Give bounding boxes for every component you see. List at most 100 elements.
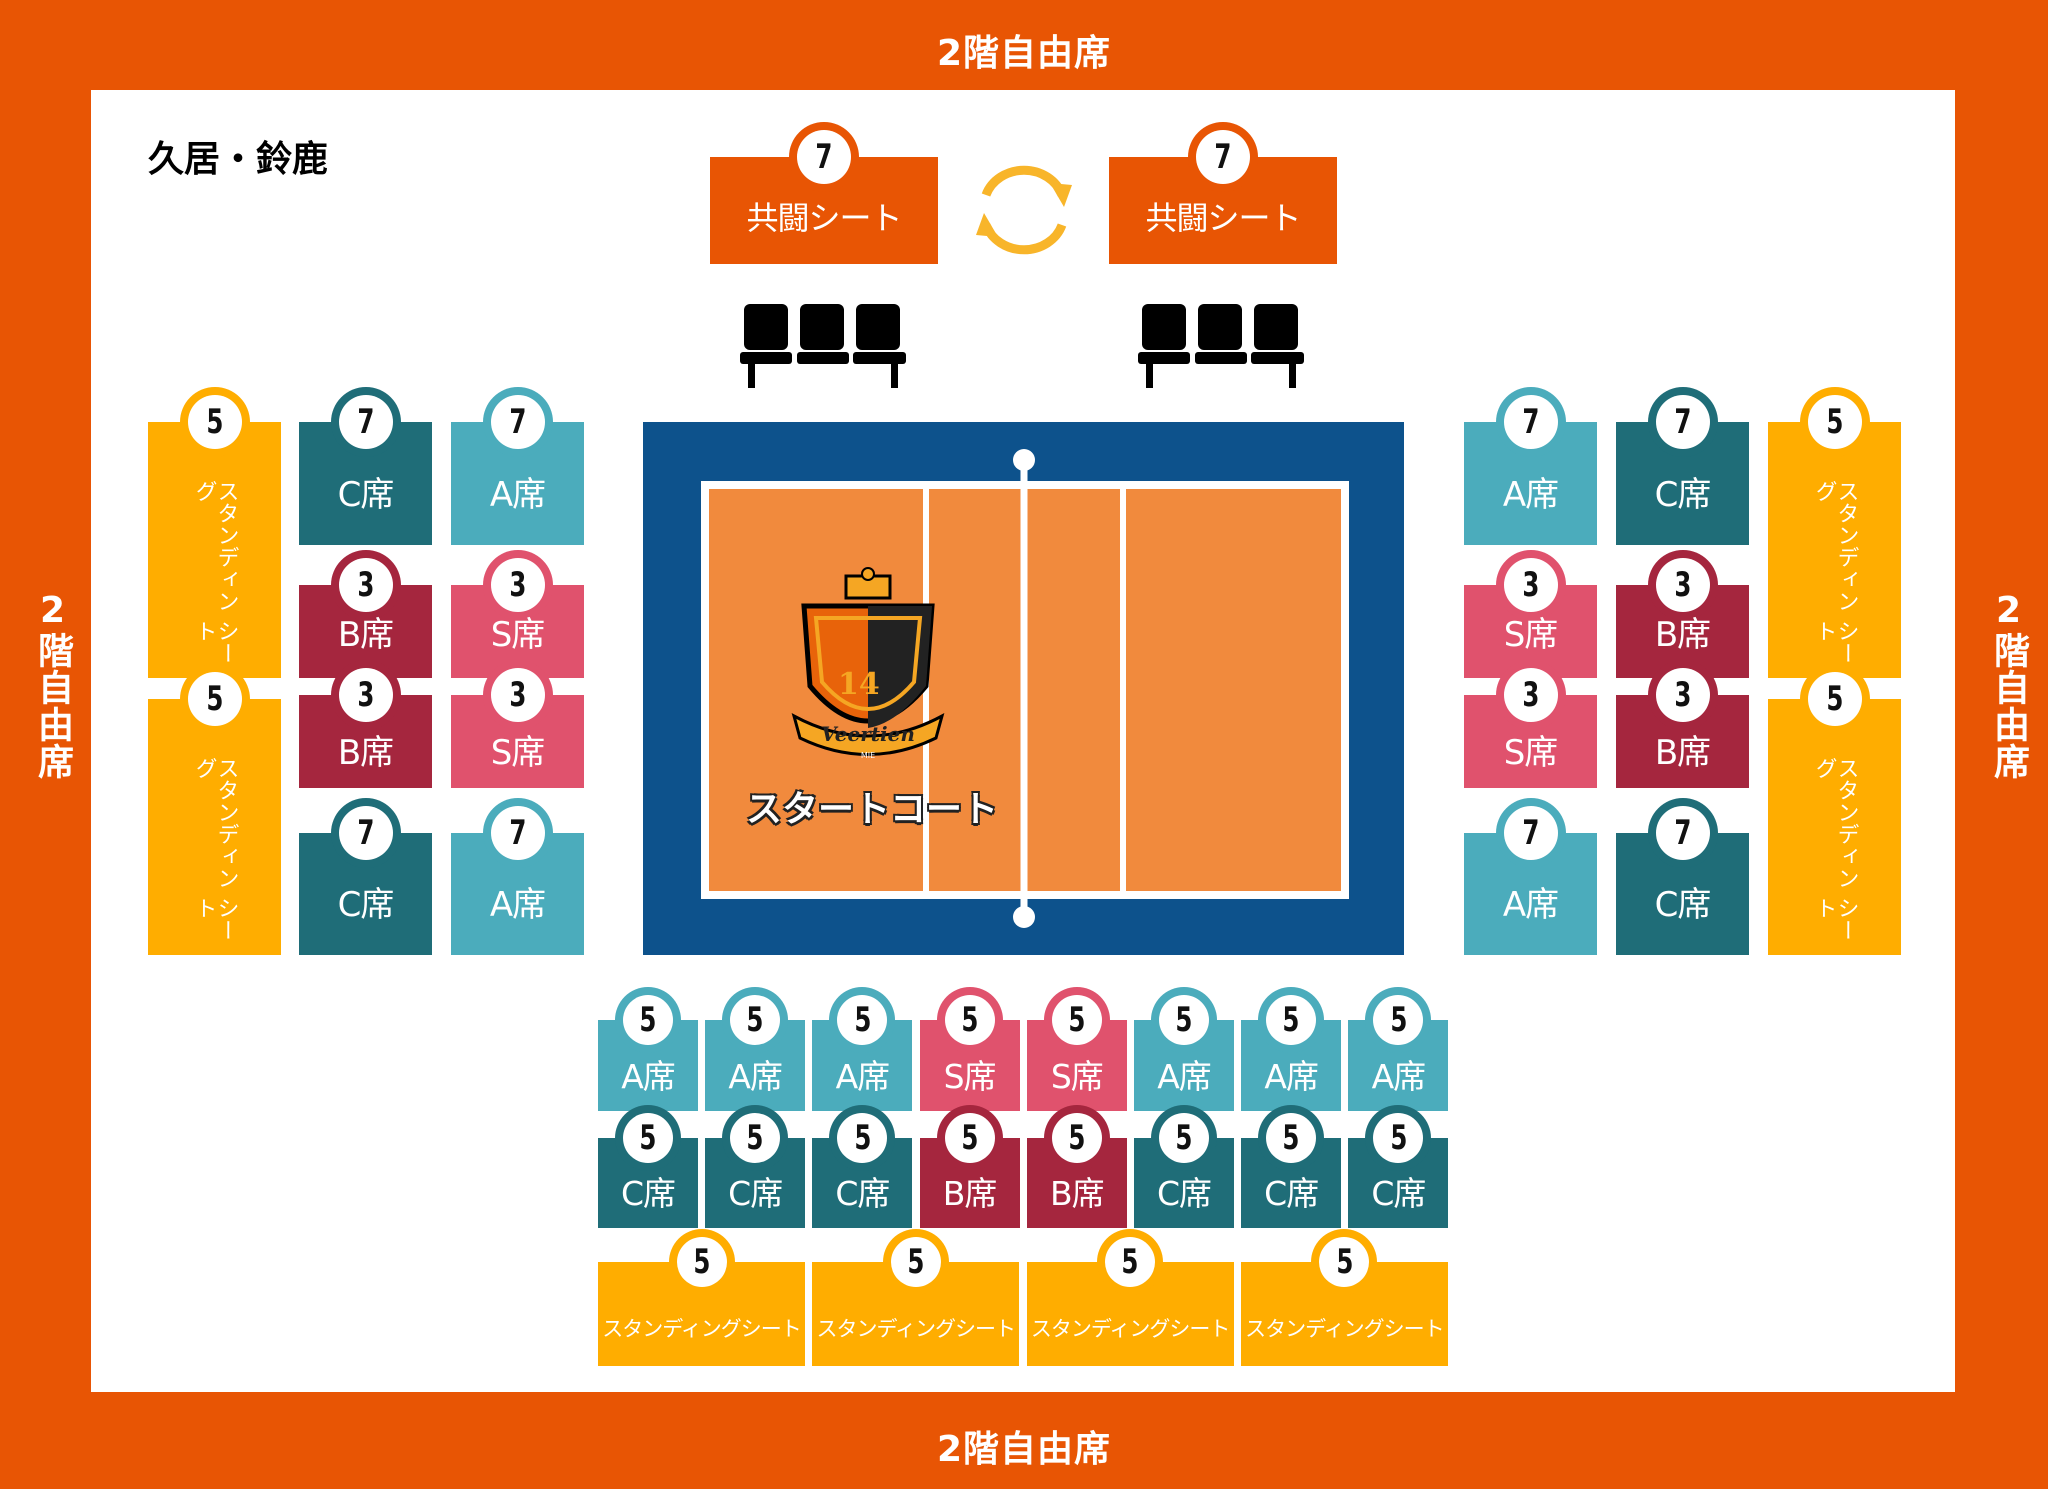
seat-label: S席 [1503,733,1559,773]
badge-inner: 5 [1319,1237,1370,1287]
label-line-1: スタンディング [191,757,239,889]
seat-count-badge: 7 [482,798,553,868]
venue-title: 久居・鈴鹿 [148,139,329,180]
badge-inner: 3 [338,668,393,722]
logo-sub: MIE [861,751,875,760]
crown-icon [844,567,892,600]
seat-label: C席 [835,1174,890,1213]
seat-label: C席 [1654,475,1712,515]
badge-inner: 5 [890,1237,941,1287]
seat-block-standing[interactable]: 5 スタンディングシート [812,1229,1020,1366]
badge-inner: 5 [730,995,781,1045]
team-logo: 14 Veertien MIE [791,567,945,760]
badge-inner: 5 [1807,395,1862,449]
badge-number: 3 [356,565,375,605]
seat-count-badge: 3 [1647,660,1718,730]
badge-number: 7 [815,137,833,177]
badge-inner: 7 [1503,806,1558,860]
seat-count-badge: 5 [1258,1105,1325,1171]
badge-inner: 7 [1503,395,1558,449]
badge-number: 5 [1389,1000,1407,1040]
badge-number: 3 [1673,565,1692,605]
badge-inner: 5 [1266,995,1317,1045]
badge-inner: 5 [187,395,242,449]
badge-number: 7 [1521,402,1540,442]
seat-count-badge: 7 [1647,798,1718,868]
badge-number: 5 [853,1118,871,1158]
badge-number: 7 [1214,137,1232,177]
badge-inner: 5 [623,1113,673,1163]
seat-count-badge: 3 [1495,550,1566,620]
seat-label: スタンディングシート [816,1317,1017,1341]
badge-inner: 3 [1655,668,1710,722]
seat-count-badge: 7 [1647,387,1718,457]
seat-label: S席 [1503,615,1559,655]
badge-number: 3 [508,565,527,605]
seat-count-badge: 7 [1188,122,1258,192]
seats-icon-right [1138,304,1304,388]
seat-label: A席 [489,885,546,925]
seats-icon-left [740,304,906,388]
label-line-2: シート [191,897,239,942]
badge-inner: 5 [1105,1237,1156,1287]
vertical-label: スタンディングシート [1812,757,1859,955]
badge-number: 7 [1673,813,1692,853]
badge-number: 7 [356,402,375,442]
badge-inner: 5 [1373,1113,1424,1163]
seat-block-standing[interactable]: 5 スタンディングシート [1768,664,1901,955]
label-line-1: スタンディング [191,480,239,612]
seat-count-badge: 5 [829,987,896,1053]
seat-count-badge: 5 [936,1105,1003,1171]
badge-inner: 7 [1196,130,1250,184]
seat-label: A席 [1502,475,1559,515]
badge-number: 3 [508,675,527,715]
seat-block-kyoto[interactable]: 7 共闘シート [710,122,938,264]
seat-label: S席 [490,733,546,773]
seat-count-badge: 5 [1799,387,1870,457]
vertical-label: スタンディングシート [191,480,239,678]
seat-count-badge: 3 [482,660,553,730]
seat-block-standing[interactable]: 5 スタンディングシート [148,387,281,678]
badge-number: 5 [1068,1000,1086,1040]
vertical-label: スタンディングシート [191,757,239,955]
badge-number: 5 [1825,679,1844,719]
badge-inner: 7 [338,806,393,860]
seat-label: A席 [728,1057,783,1096]
seat-label: 共闘シート [746,199,902,237]
